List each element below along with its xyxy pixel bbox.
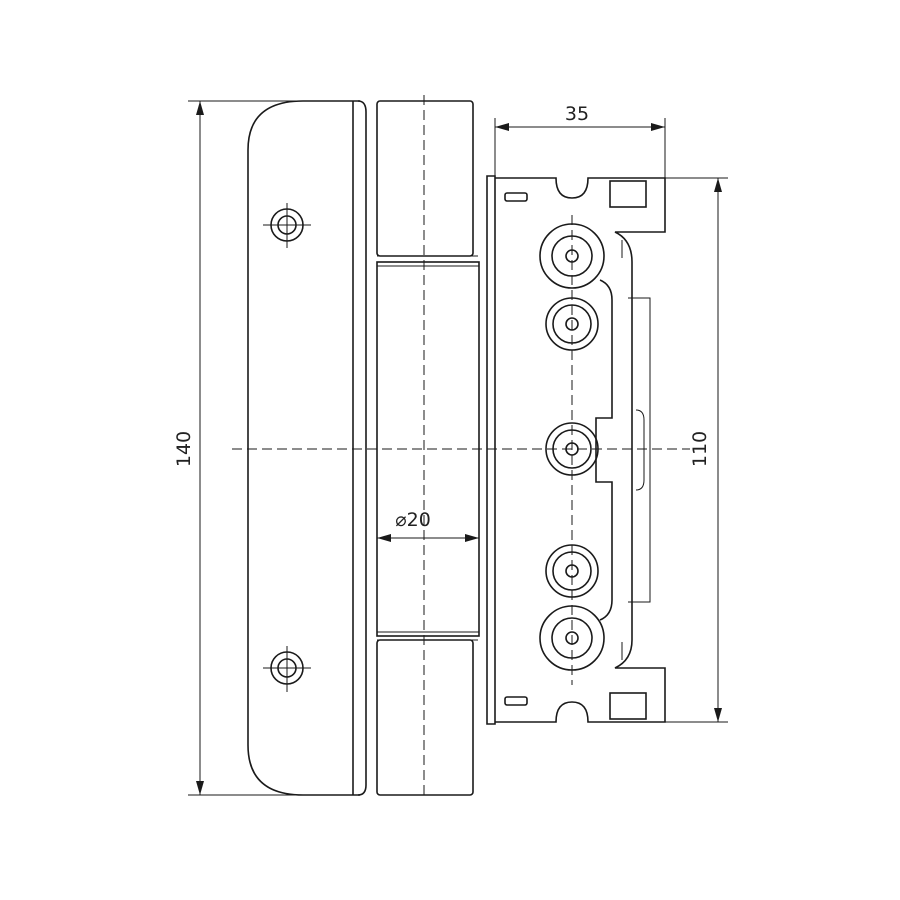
dimension-height-right — [665, 177, 728, 723]
dimension-height-left — [188, 100, 300, 796]
label-height-140: 140 — [173, 431, 195, 467]
screw-hole-top — [263, 203, 311, 248]
adjust-screw-2 — [545, 297, 599, 351]
adjust-screw-1 — [539, 223, 605, 289]
label-diameter-20: ⌀20 — [395, 509, 431, 531]
screw-hole-bottom — [263, 646, 311, 692]
adjust-screw-5 — [539, 605, 605, 671]
barrel-knuckles — [376, 95, 480, 800]
label-height-110: 110 — [689, 431, 711, 467]
dimension-width-top — [494, 118, 666, 178]
label-width-35: 35 — [565, 103, 589, 125]
dimension-diameter — [377, 534, 479, 542]
adjust-screw-4 — [545, 544, 599, 598]
left-leaf-plate — [247, 100, 367, 796]
